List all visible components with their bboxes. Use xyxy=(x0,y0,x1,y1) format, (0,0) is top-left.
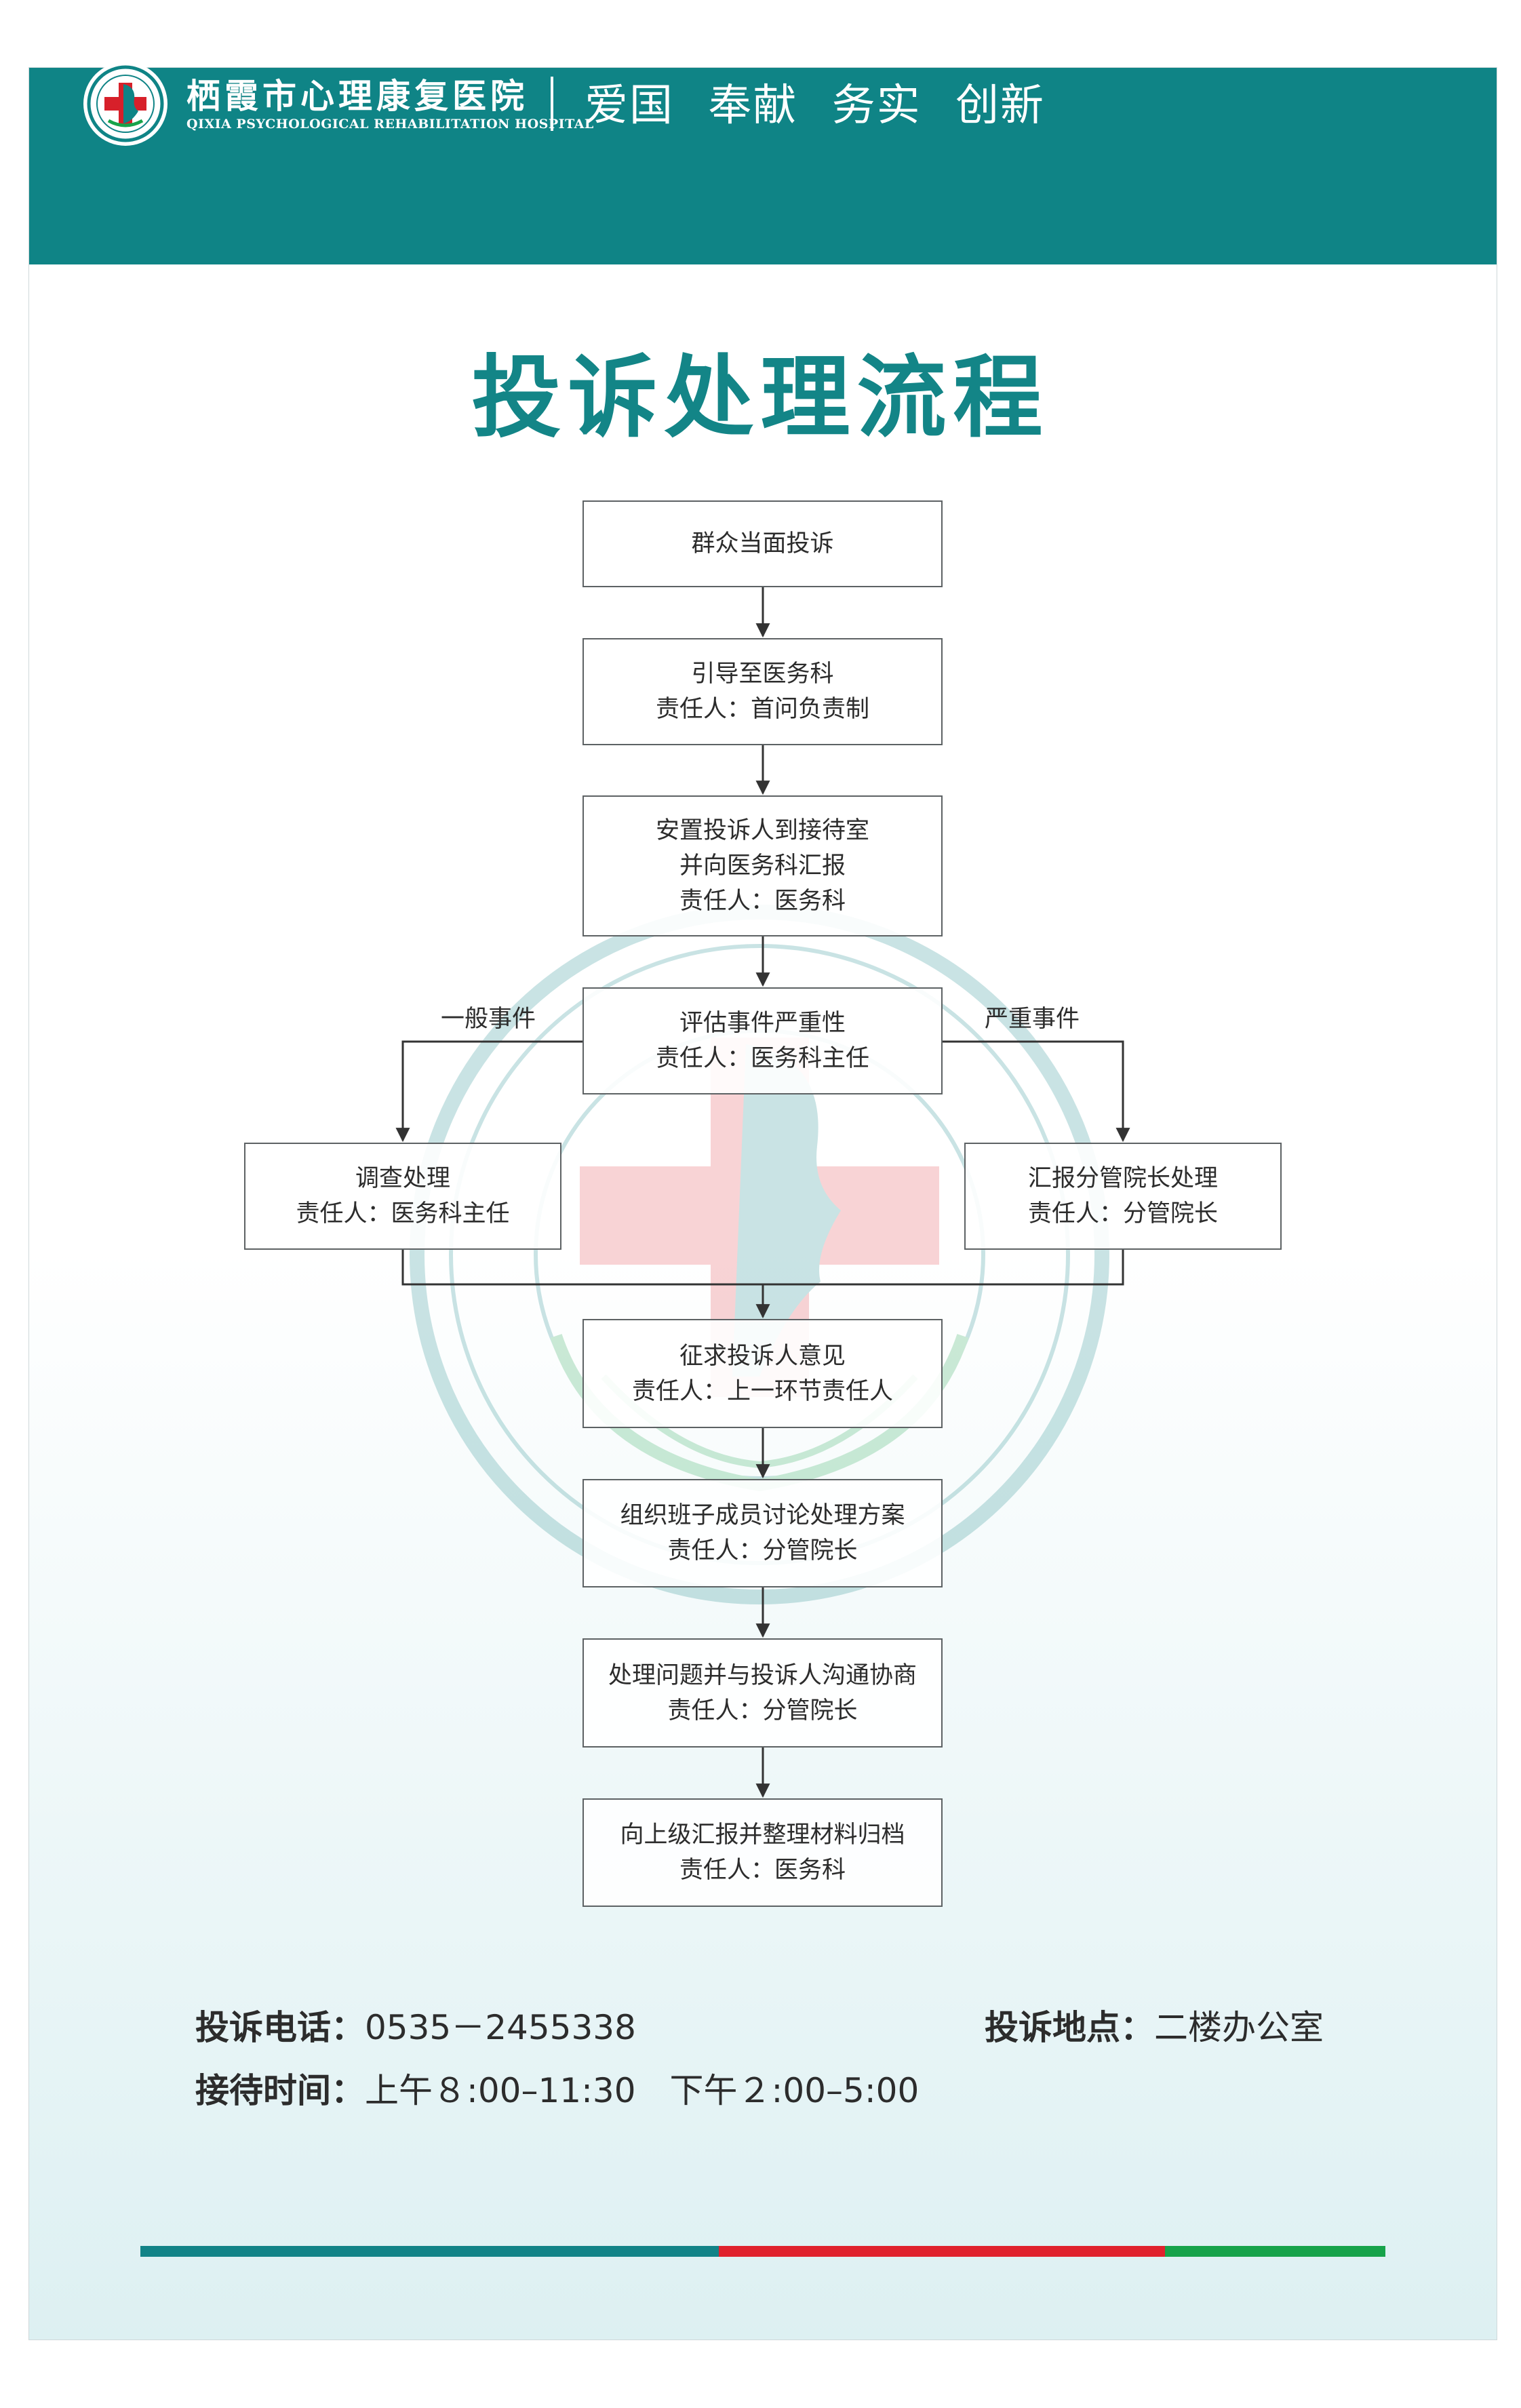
flow-step-archive-line2: 责任人：医务科 xyxy=(679,1857,846,1884)
flow-step-escalate-line2: 责任人：分管院长 xyxy=(1027,1200,1218,1227)
flow-step-guide-line1: 引导至医务科 xyxy=(691,660,834,688)
reception-hours-label: 接待时间： xyxy=(195,2071,365,2110)
bottom-bar-red xyxy=(719,2246,1165,2257)
flow-step-discussion-line2: 责任人：分管院长 xyxy=(667,1537,858,1564)
flow-step-archive: 向上级汇报并整理材料归档 责任人：医务科 xyxy=(582,1798,943,1907)
complaint-phone: 投诉电话：0535－2455338 xyxy=(195,2000,636,2049)
flow-step-archive-line1: 向上级汇报并整理材料归档 xyxy=(620,1821,905,1849)
flow-step-reception-line1: 安置投诉人到接待室 xyxy=(655,817,869,844)
flow-step-resolve: 处理问题并与投诉人沟通协商 责任人：分管院长 xyxy=(582,1638,943,1748)
branch-label-serious: 严重事件 xyxy=(985,1006,1080,1033)
flow-step-reception-line2: 并向医务科汇报 xyxy=(679,852,846,880)
bottom-bar-green xyxy=(1165,2246,1385,2257)
branch-label-general: 一般事件 xyxy=(441,1006,536,1033)
complaint-location-label: 投诉地点： xyxy=(985,2008,1154,2047)
flow-step-feedback-line2: 责任人：上一环节责任人 xyxy=(631,1377,893,1405)
reception-hours: 接待时间：上午８:00–11:30 下午２:00–5:00 xyxy=(195,2064,919,2112)
flow-step-complaint: 群众当面投诉 xyxy=(582,500,943,587)
hospital-logo-icon xyxy=(83,62,167,146)
flow-step-assess-line2: 责任人：医务科主任 xyxy=(655,1045,869,1072)
hospital-name-en: QIXIA PSYCHOLOGICAL REHABILITATION HOSPI… xyxy=(186,117,594,132)
flow-step-assess: 评估事件严重性 责任人：医务科主任 xyxy=(582,987,943,1094)
flow-step-feedback-line1: 征求投诉人意见 xyxy=(679,1342,846,1370)
flow-step-investigate: 调查处理 责任人：医务科主任 xyxy=(244,1143,561,1250)
flow-step-resolve-line1: 处理问题并与投诉人沟通协商 xyxy=(608,1661,917,1689)
flow-step-guide-line2: 责任人：首问负责制 xyxy=(655,696,869,723)
flow-step-investigate-line1: 调查处理 xyxy=(355,1165,450,1192)
hospital-name: 栖霞市心理康复医院 xyxy=(186,76,528,116)
complaint-location: 投诉地点：二楼办公室 xyxy=(985,2000,1324,2049)
flow-step-discussion-line1: 组织班子成员讨论处理方案 xyxy=(620,1502,905,1529)
flow-step-resolve-line2: 责任人：分管院长 xyxy=(667,1697,858,1724)
flow-step-reception: 安置投诉人到接待室 并向医务科汇报 责任人：医务科 xyxy=(582,795,943,936)
complaint-phone-value: 0535－2455338 xyxy=(365,2008,636,2047)
bottom-bar-teal xyxy=(140,2246,719,2257)
flow-step-complaint-line1: 群众当面投诉 xyxy=(691,530,834,557)
flow-step-reception-line3: 责任人：医务科 xyxy=(679,888,846,915)
flow-step-discussion: 组织班子成员讨论处理方案 责任人：分管院长 xyxy=(582,1479,943,1587)
reception-hours-value: 上午８:00–11:30 下午２:00–5:00 xyxy=(365,2071,920,2110)
flow-step-guide: 引导至医务科 责任人：首问负责制 xyxy=(582,638,943,745)
hospital-motto: 爱国 奉献 务实 创新 xyxy=(585,81,1046,131)
page-title: 投诉处理流程 xyxy=(471,346,1050,450)
flow-step-assess-line1: 评估事件严重性 xyxy=(679,1010,846,1037)
flow-step-investigate-line2: 责任人：医务科主任 xyxy=(296,1200,510,1227)
complaint-phone-label: 投诉电话： xyxy=(195,2008,365,2047)
flow-step-escalate-line1: 汇报分管院长处理 xyxy=(1027,1165,1218,1192)
header-divider xyxy=(551,77,553,131)
flow-step-escalate: 汇报分管院长处理 责任人：分管院长 xyxy=(964,1143,1282,1250)
flow-step-feedback: 征求投诉人意见 责任人：上一环节责任人 xyxy=(582,1319,943,1428)
header-band xyxy=(29,68,1497,264)
complaint-location-value: 二楼办公室 xyxy=(1154,2008,1324,2047)
